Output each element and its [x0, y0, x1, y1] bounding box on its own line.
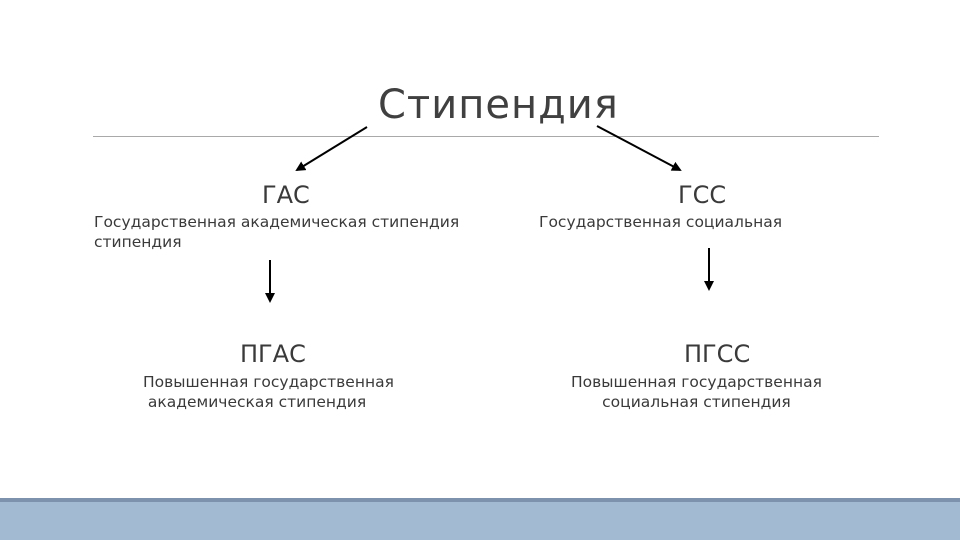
- arrow-to-gss: [596, 125, 682, 171]
- footer-band: [0, 502, 960, 540]
- node-gas-description-line2: стипендия: [94, 233, 182, 251]
- footer-accent-line: [0, 498, 960, 502]
- node-pgas-description-line1: Повышенная государственная: [143, 373, 394, 391]
- node-pgss-description: Повышенная государственная социальная ст…: [571, 372, 822, 412]
- node-pgas-abbr: ПГАС: [240, 340, 306, 368]
- node-pgas-description: Повышенная государственная академическая…: [143, 372, 394, 412]
- node-gas-abbr: ГАС: [262, 181, 310, 209]
- node-gas-description-line1: Государственная академическая стипендия: [94, 213, 460, 231]
- node-pgss-description-line1: Повышенная государственная: [571, 373, 822, 391]
- title-divider: [93, 136, 879, 137]
- node-gss-abbr: ГСС: [678, 181, 727, 209]
- node-gss-description-line1: Государственная социальная: [539, 213, 783, 231]
- node-pgss-description-line2: социальная стипендия: [602, 393, 791, 411]
- node-gss-description: Государственная социальная: [539, 212, 782, 232]
- diagram-title: Стипендия: [378, 82, 619, 128]
- node-pgss-abbr: ПГСС: [684, 340, 751, 368]
- node-gas-description: Государственная академическая стипендия …: [94, 212, 459, 252]
- node-pgas-description-line2: академическая стипендия: [143, 393, 367, 411]
- arrow-to-gas: [295, 126, 368, 172]
